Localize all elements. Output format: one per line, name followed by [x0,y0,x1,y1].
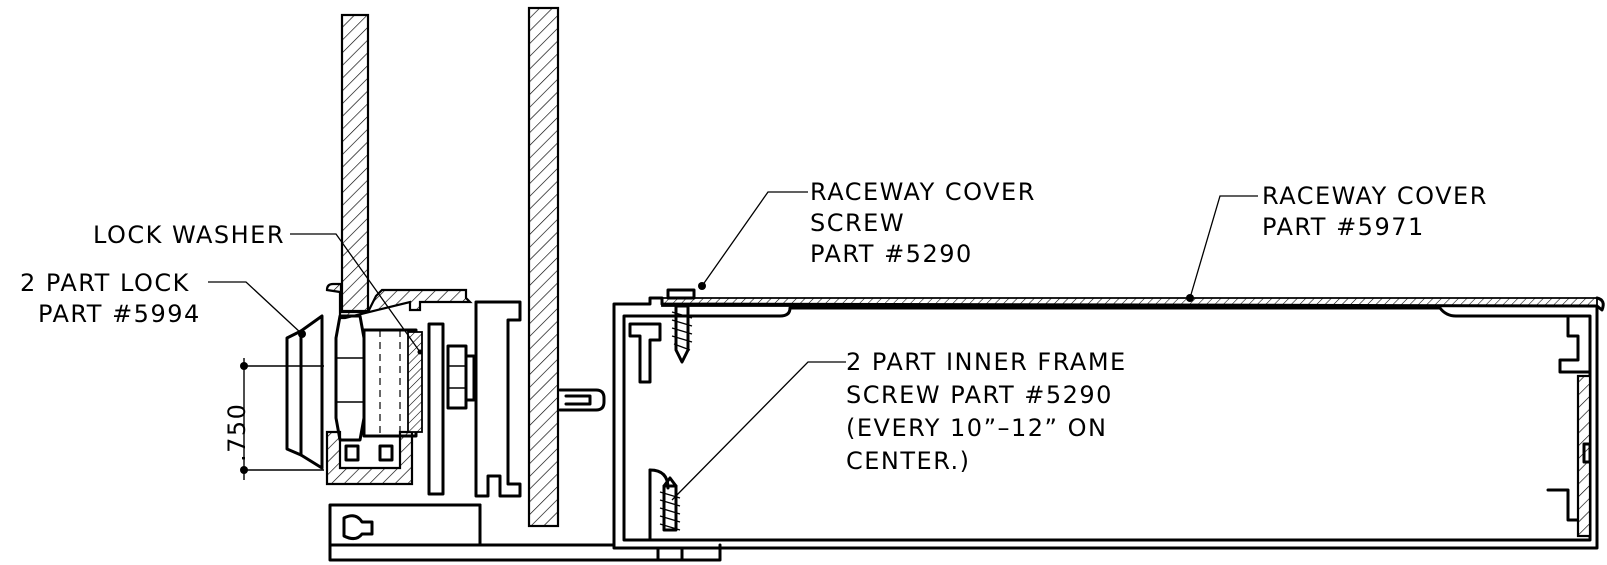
raceway-cover-end-hook [1595,296,1605,312]
two-part-lock-assembly [285,282,476,496]
dimension-750-label: .750 [223,403,251,462]
callout-raceway-cover: RACEWAY COVER PART #5971 [1262,182,1497,241]
callout-lock-washer: LOCK WASHER [93,221,285,249]
raceway-cover-screw [666,288,696,364]
leader-two-part-lock [208,281,303,335]
inner-frame-screw [656,476,684,562]
callout-inner-frame-screw: 2 PART INNER FRAME SCREW PART #5290 (EVE… [846,348,1136,475]
raceway-outer-frame [612,296,1599,550]
raceway-inner-frame [622,306,1592,542]
leader-inner-frame-screw [671,361,846,501]
panel-clip [558,388,606,412]
center-panel-section [527,6,560,528]
left-panel-section [340,13,370,313]
left-frame-extrusion [474,300,522,498]
dimension-750: .750 [223,358,324,480]
leader-raceway-cover [1189,195,1258,299]
callout-raceway-cover-screw: RACEWAY COVER SCREW PART #5290 [810,178,1045,268]
leader-raceway-cover-screw [701,191,808,287]
leader-lock-washer [290,233,421,353]
callout-two-part-lock: 2 PART LOCK PART #5994 [20,269,201,328]
